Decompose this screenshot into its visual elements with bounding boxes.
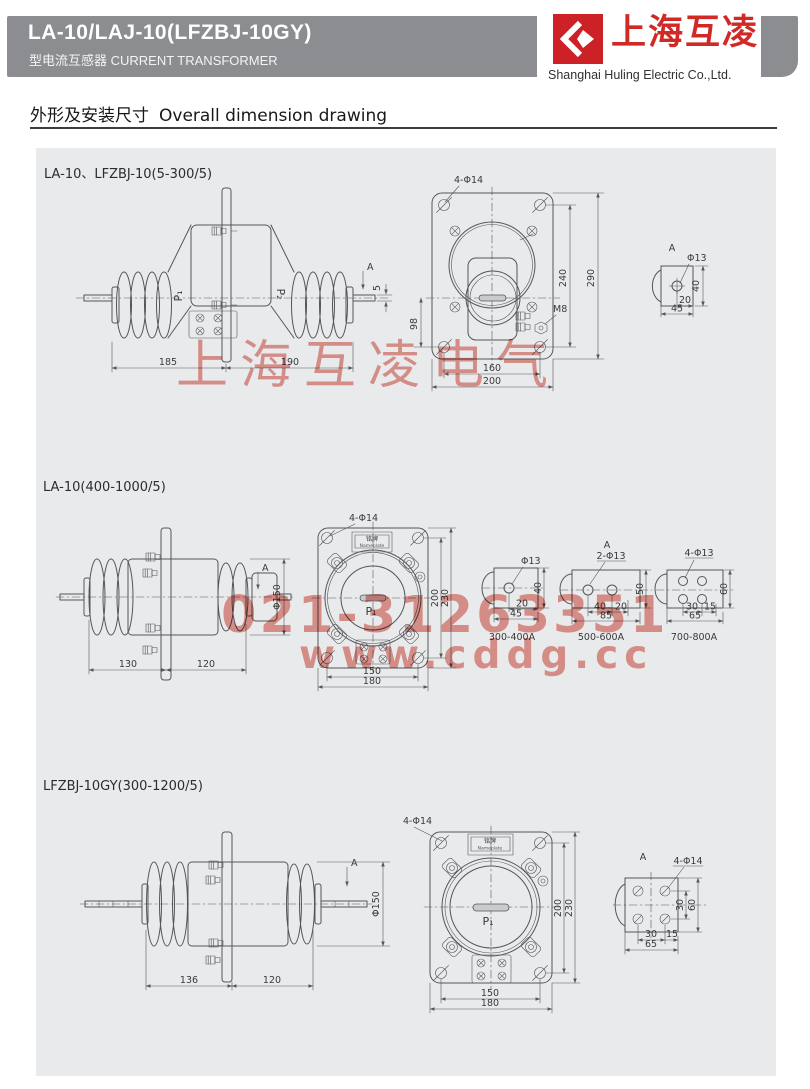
section-underline — [30, 127, 777, 129]
nameplate-cn: 铭牌 — [366, 535, 378, 543]
terminal-dim-20: 20 — [516, 599, 528, 610]
drawing3-label: LFZBJ-10GY(300-1200/5) — [43, 779, 203, 794]
drawing2-terminal-300-400: Φ13 40 20 45 300-400A — [481, 556, 550, 643]
detail-hole-4xd14: 4-Φ14 — [673, 856, 702, 867]
dim-120: 120 — [263, 975, 281, 986]
terminal-p2-label: P₂ — [274, 288, 287, 299]
drawing1-side-view: P₁ P₂ A 5 185 190 — [75, 187, 393, 373]
dim-d150: Φ150 — [272, 584, 283, 610]
drawing1-label: LA-10、LFZBJ-10(5-300/5) — [44, 167, 212, 182]
terminal-dim-30: 30 — [686, 602, 698, 613]
terminal-range-label: 700-800A — [671, 632, 718, 643]
detail-dim-40: 40 — [691, 280, 702, 292]
terminal-range-label: 300-400A — [489, 632, 536, 643]
drawing2-terminal-500-600: A 2-Φ13 50 40 20 85 500-600A — [559, 540, 653, 643]
dimension-drawings: LA-10、LFZBJ-10(5-300/5) P₁ P₂ A — [43, 167, 735, 1014]
dim-200: 200 — [483, 376, 501, 387]
section-title: 外形及安装尺寸 Overall dimension drawing — [30, 101, 387, 126]
terminal-dim-40: 40 — [533, 582, 544, 594]
dim-180: 180 — [481, 998, 499, 1009]
terminal-hole-d13: Φ13 — [521, 556, 541, 567]
terminal-hole-2xd13: 2-Φ13 — [596, 551, 625, 562]
company-logo-box: 上海互凌 Shanghai Huling Electric Co.,Ltd. — [537, 6, 761, 86]
drawing2-terminal-700-800: 4-Φ13 60 30 15 65 700-800A — [654, 548, 735, 643]
dim-4xd14: 4-Φ14 — [349, 513, 378, 524]
detail-dim-30v: 30 — [675, 899, 686, 911]
dim-d150: Φ150 — [371, 891, 382, 917]
dim-240: 240 — [558, 269, 569, 287]
dim-190: 190 — [281, 357, 299, 368]
section-title-cn: 外形及安装尺寸 — [30, 106, 149, 126]
dim-4xd14: 4-Φ14 — [454, 175, 483, 186]
drawing2-front-view: 铭牌 Nameplate P₁ 4-Φ14 200 230 150 — [311, 513, 457, 692]
view-arrow-label: A — [367, 262, 374, 273]
dim-130: 130 — [119, 659, 137, 670]
terminal-range-label: 500-600A — [578, 632, 625, 643]
nameplate-en: Nameplate — [478, 846, 503, 852]
terminal-dim-60: 60 — [719, 583, 730, 595]
view-arrow-label: A — [262, 563, 269, 574]
dim-5: 5 — [372, 285, 383, 291]
nameplate-cn: 铭牌 — [484, 837, 496, 845]
page-title: LA-10/LAJ-10(LFZBJ-10GY) — [28, 21, 312, 44]
drawing3-front-view: 铭牌 Nameplate P₁ 4-Φ14 200 230 150 — [403, 816, 581, 1014]
dim-98: 98 — [409, 318, 420, 330]
dim-200: 200 — [430, 589, 441, 607]
detail-dim-60: 60 — [687, 899, 698, 911]
drawing-panel: LA-10、LFZBJ-10(5-300/5) P₁ P₂ A — [36, 148, 776, 1076]
terminal-p1-label: P₁ — [172, 290, 185, 301]
view-arrow-label: A — [351, 858, 358, 869]
detail-dim-30: 30 — [645, 929, 657, 940]
dim-m8: M8 — [553, 304, 567, 315]
dim-150: 150 — [481, 988, 499, 999]
dim-120: 120 — [197, 659, 215, 670]
detail-dim-15: 15 — [666, 929, 678, 940]
detail-dim-65: 65 — [645, 939, 657, 950]
dim-230: 230 — [440, 589, 451, 607]
drawing3-detail-a: A 4-Φ14 30 60 30 15 65 — [612, 852, 707, 955]
dim-290: 290 — [586, 269, 597, 287]
company-name-cn: 上海互凌 — [611, 13, 760, 53]
terminal-dim-40: 40 — [594, 602, 606, 613]
drawing1-front-view: M8 4-Φ14 240 290 98 160 200 — [409, 175, 605, 392]
dim-180: 180 — [363, 676, 381, 687]
dim-160: 160 — [483, 363, 501, 374]
section-title-en: Overall dimension drawing — [159, 106, 388, 126]
nameplate-en: Nameplate — [360, 543, 385, 549]
company-name-en: Shanghai Huling Electric Co.,Ltd. — [548, 68, 732, 82]
terminal-dim-15: 15 — [704, 602, 716, 613]
logo-diamond-right — [577, 30, 594, 48]
detail-hole-d13: Φ13 — [687, 253, 707, 264]
terminal-dim-45: 45 — [510, 609, 522, 620]
logo-diamond-left — [559, 20, 583, 58]
page-subtitle: 型电流互感器 CURRENT TRANSFORMER — [29, 53, 278, 68]
detail-a-title: A — [640, 852, 647, 863]
dim-136: 136 — [180, 975, 198, 986]
dim-200: 200 — [553, 899, 564, 917]
dim-185: 185 — [159, 357, 177, 368]
drawing2-side-view: A Φ150 130 120 — [55, 527, 297, 681]
detail-a-title: A — [669, 243, 676, 254]
terminal-p1-label: P₁ — [482, 915, 493, 928]
detail-a-title: A — [604, 540, 611, 551]
terminal-hole-4xd13: 4-Φ13 — [684, 548, 713, 559]
dim-150: 150 — [363, 666, 381, 677]
dim-4xd14: 4-Φ14 — [403, 816, 432, 827]
terminal-dim-85: 85 — [600, 611, 612, 622]
drawing1-detail-a: A Φ13 40 20 45 — [651, 243, 709, 318]
terminal-dim-20: 20 — [615, 602, 627, 613]
company-logo-icon — [553, 14, 603, 64]
terminal-dim-65: 65 — [689, 611, 701, 622]
dim-230: 230 — [564, 899, 575, 917]
detail-dim-45: 45 — [671, 304, 683, 315]
drawing2-label: LA-10(400-1000/5) — [43, 480, 166, 495]
drawing3-side-view: A Φ150 136 120 — [79, 831, 391, 991]
detail-dim-20: 20 — [679, 295, 691, 306]
terminal-dim-50: 50 — [635, 583, 646, 595]
terminal-p1-label: P₁ — [365, 605, 376, 618]
